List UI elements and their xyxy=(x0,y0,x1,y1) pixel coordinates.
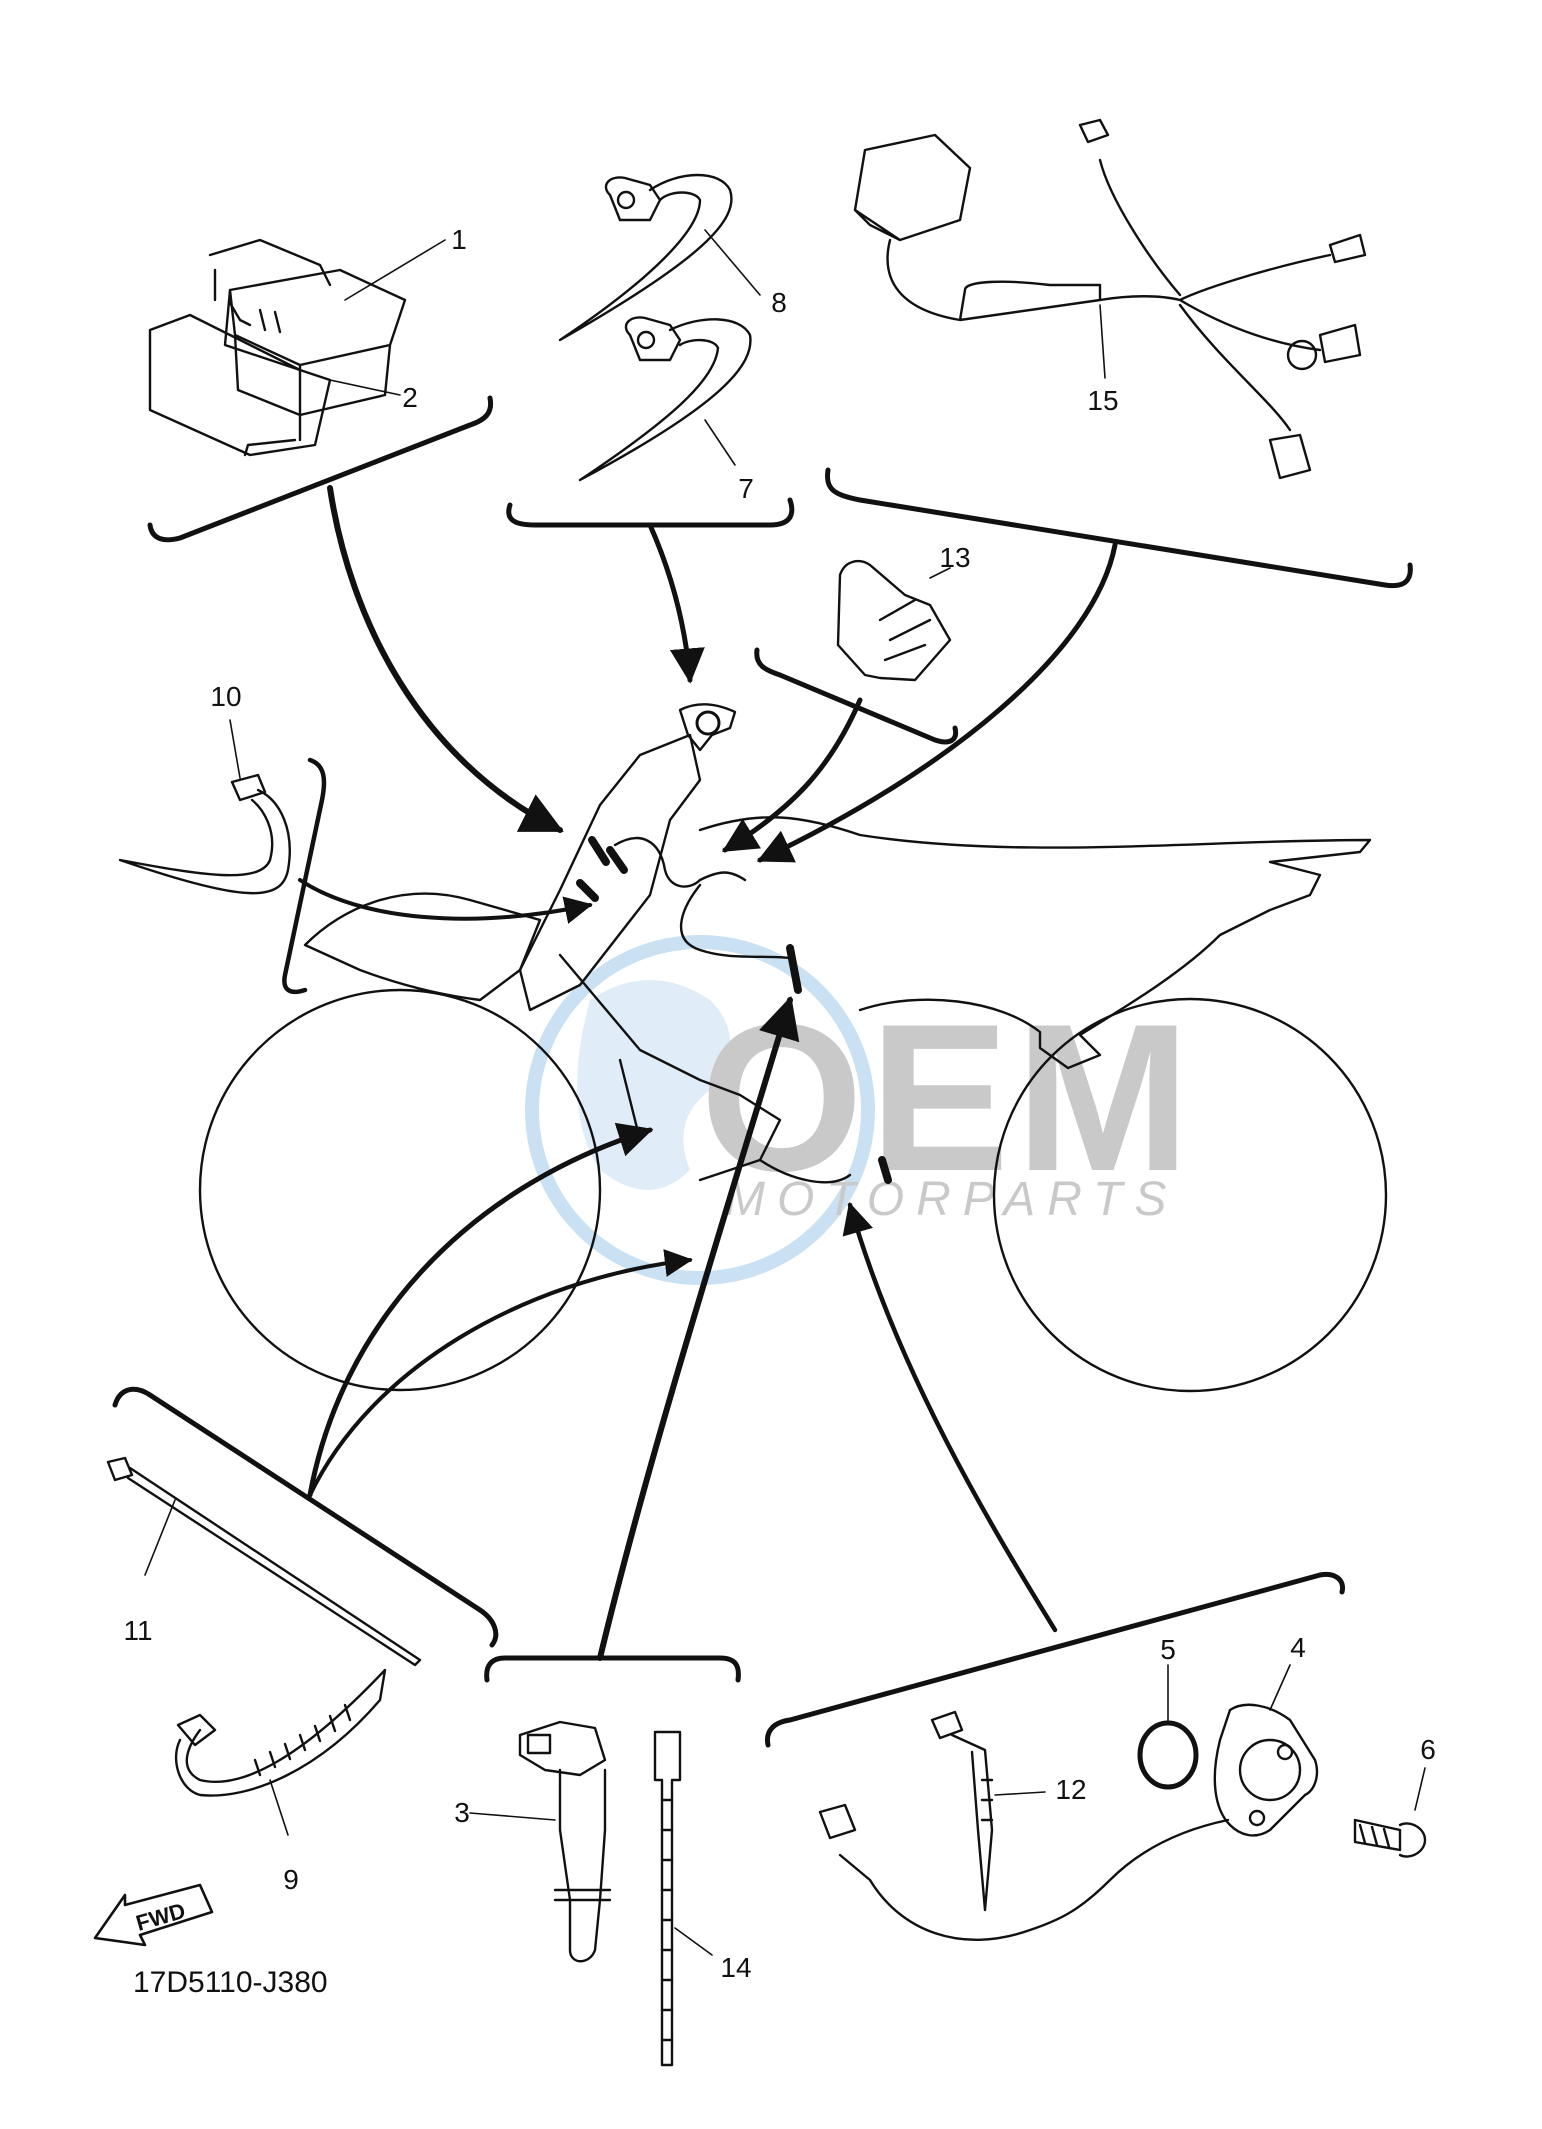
screw-part-6 xyxy=(1353,1818,1427,1858)
drawing-code: 17D5110-J380 xyxy=(133,1966,328,1999)
callout-1: 1 xyxy=(451,224,467,255)
callout-9: 9 xyxy=(283,1864,299,1895)
cable-tie-part-14 xyxy=(653,1730,682,2067)
connector-part-13 xyxy=(836,559,952,682)
watermark-tagline: MOTORPARTS xyxy=(725,1173,1178,1226)
callout-3: 3 xyxy=(454,1797,470,1828)
callout-4: 4 xyxy=(1290,1632,1306,1663)
group-bands-bottom-left xyxy=(106,1122,693,1836)
group-connector xyxy=(722,559,959,853)
forward-direction-arrow-icon xyxy=(93,1883,214,1947)
group-ecu xyxy=(147,238,564,833)
callout-8: 8 xyxy=(771,287,787,318)
callout-2: 2 xyxy=(402,382,418,413)
front-fender xyxy=(303,892,542,1002)
cable-tie-part-11 xyxy=(106,1456,422,1667)
group-ignition xyxy=(469,995,800,2067)
cdi-unit-part-1 xyxy=(208,238,407,417)
watermark-globe-icon xyxy=(525,935,875,1285)
wire-harness-part-15 xyxy=(853,133,1332,432)
group-harness xyxy=(756,118,1413,863)
group-sensor xyxy=(764,1201,1427,1942)
callout-14: 14 xyxy=(720,1952,752,1983)
band-part-7 xyxy=(578,316,752,482)
number-plate xyxy=(518,733,702,1012)
rear-fender xyxy=(698,816,1372,1070)
rear-wheel xyxy=(992,997,1388,1393)
callout-10: 10 xyxy=(210,681,242,712)
band-part-10 xyxy=(118,773,291,895)
component-marks xyxy=(576,836,892,1184)
group-band-10 xyxy=(118,719,593,995)
callout-11: 11 xyxy=(123,1615,153,1646)
callout-6: 6 xyxy=(1420,1734,1436,1765)
handlebar-mount xyxy=(678,703,737,752)
motorcycle-outline xyxy=(198,703,1388,1393)
front-wheel xyxy=(198,988,602,1392)
callout-15: 15 xyxy=(1087,385,1119,416)
cover-part-2 xyxy=(148,313,332,457)
harness-routing xyxy=(613,836,792,960)
band-part-12 xyxy=(930,1710,994,1912)
o-ring-part-5 xyxy=(1137,1720,1199,1790)
callout-13: 13 xyxy=(939,542,971,573)
callout-5: 5 xyxy=(1160,1634,1176,1665)
band-part-8 xyxy=(558,173,733,342)
ignition-coil-part-3 xyxy=(518,1720,612,1963)
band-part-9 xyxy=(174,1668,387,1797)
callout-12: 12 xyxy=(1055,1774,1087,1805)
sensor-part-4 xyxy=(1213,1703,1319,1837)
callout-7: 7 xyxy=(738,473,754,504)
group-bands xyxy=(506,173,795,684)
